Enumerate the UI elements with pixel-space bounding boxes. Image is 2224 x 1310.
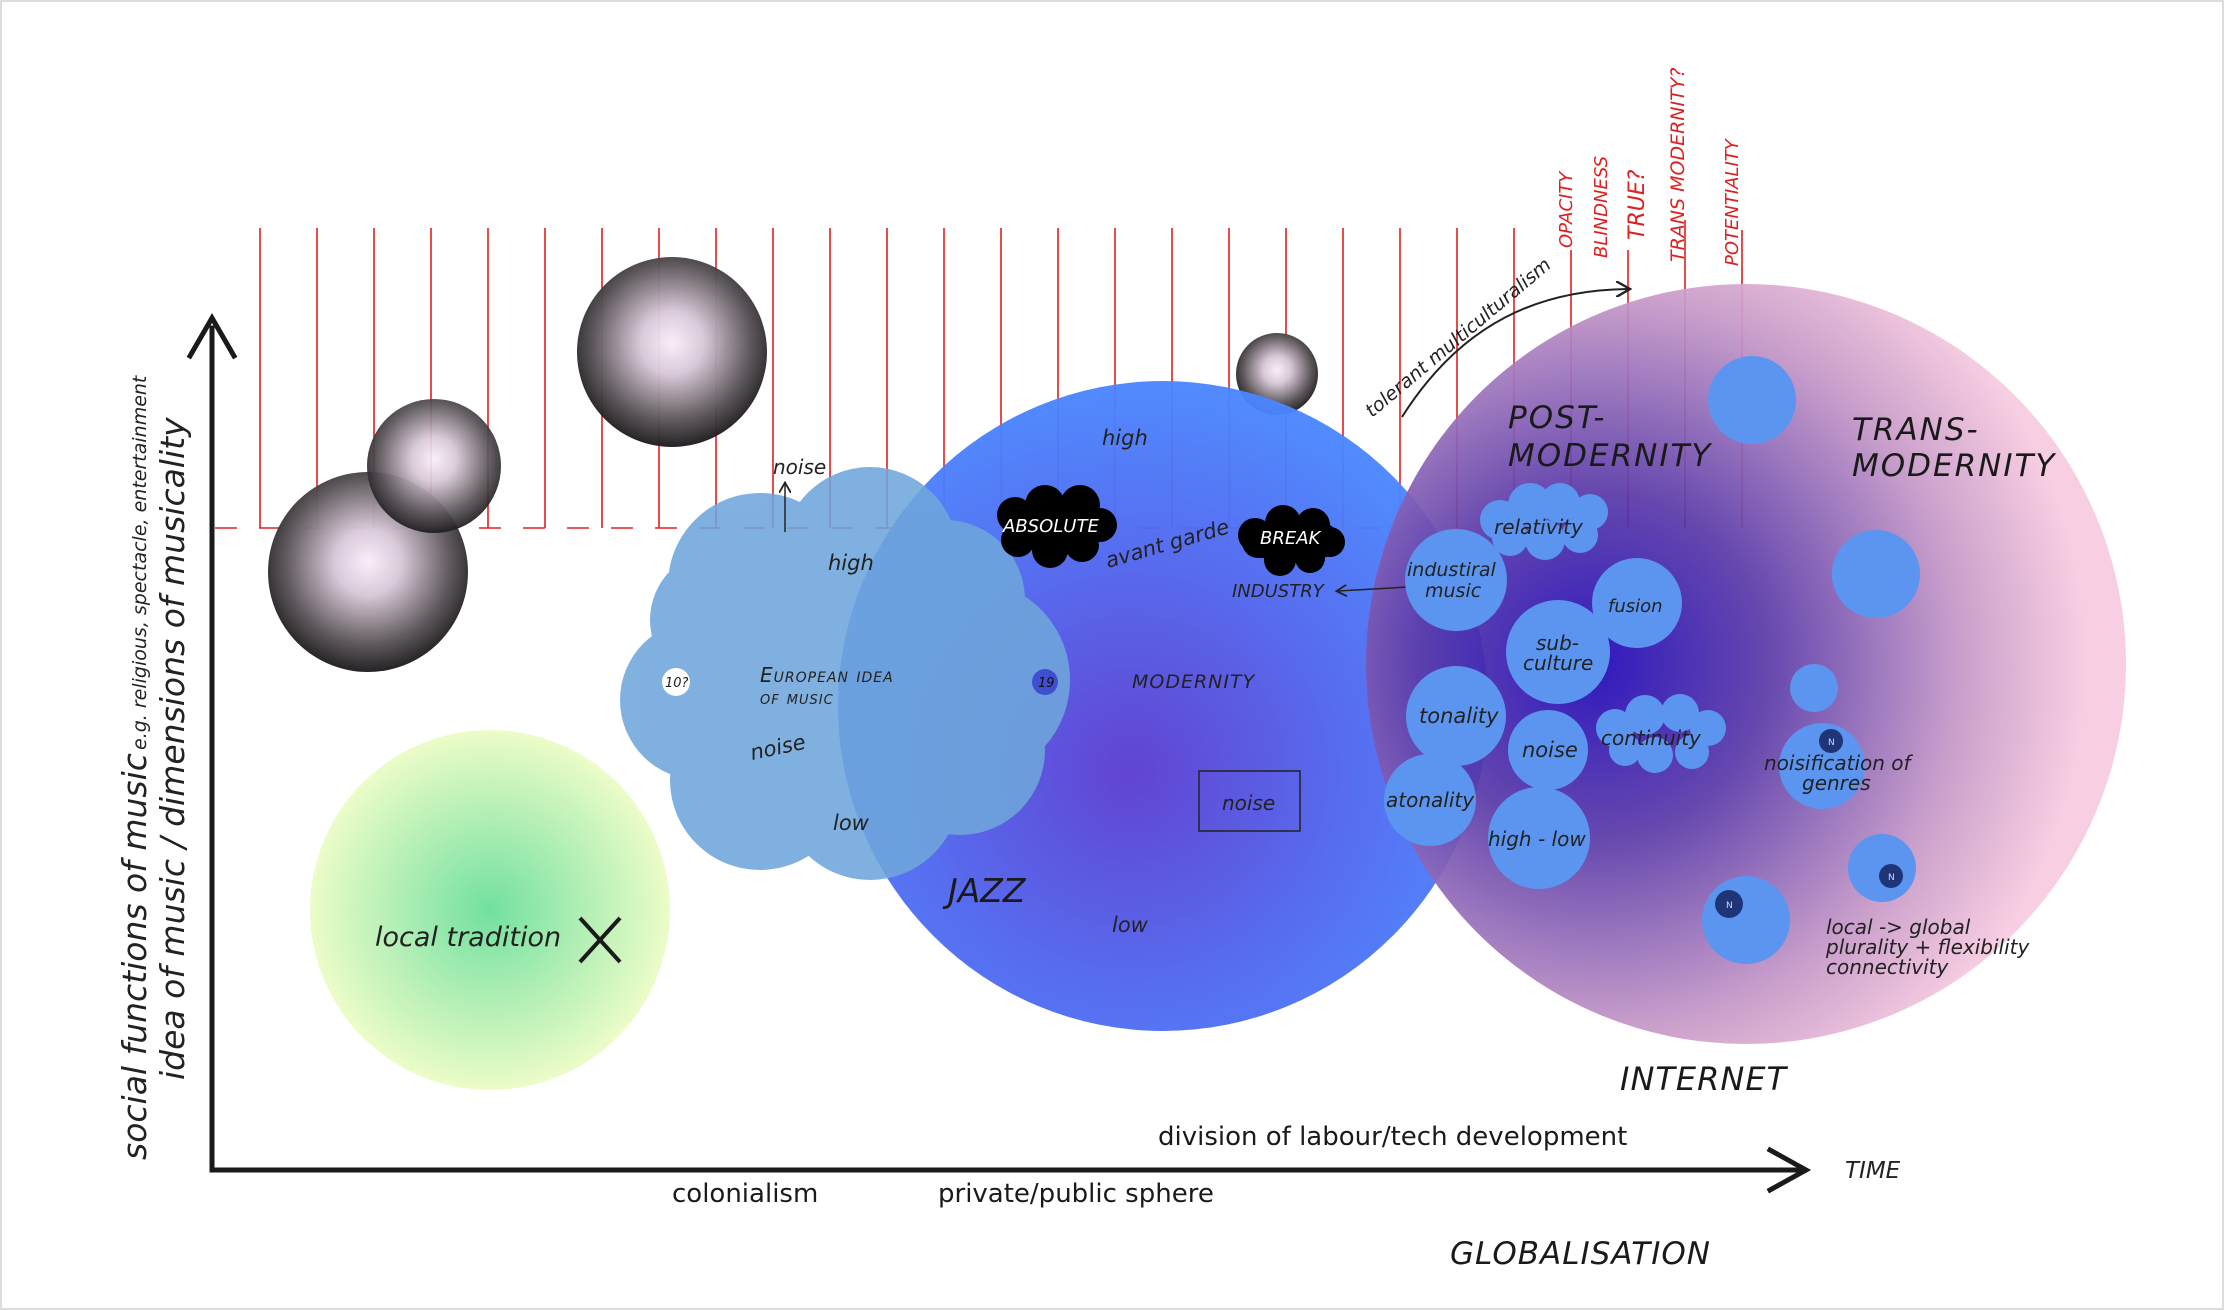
jazz-label: JAZZ: [942, 871, 1027, 910]
european-low: low: [833, 811, 870, 835]
y-axis-label-examples: e.g. religious, spectacle, entertainment: [129, 374, 151, 750]
industrial-music-circle: [1405, 529, 1507, 631]
transmodernity-title-2: MODERNITY: [1852, 448, 2056, 484]
noisification-label-2: genres: [1802, 771, 1871, 795]
division-label: division of labour/tech development: [1158, 1122, 1627, 1152]
break-cloud: [1238, 505, 1345, 576]
cross-mark-icon: [578, 916, 622, 964]
postmodernity-title-1: POST-: [1508, 400, 1606, 436]
internet-label: INTERNET: [1620, 1060, 1789, 1098]
industry-label: INDUSTRY: [1232, 581, 1326, 602]
axes: [186, 313, 1812, 1194]
modernity-high: high: [1102, 426, 1148, 450]
absolute-cloud: [997, 485, 1117, 568]
local-global-label-3: connectivity: [1826, 955, 1950, 979]
tolerant-arc: [1401, 289, 1628, 418]
subculture-circle: [1506, 600, 1610, 704]
blindness-label: BLINDNESS: [1591, 156, 1612, 258]
tonality-label: tonality: [1419, 704, 1499, 728]
private-public-label: private/public sphere: [938, 1179, 1214, 1209]
relativity-label: relativity: [1494, 515, 1584, 539]
n-marker-3-label: N: [1726, 901, 1733, 911]
industrial-label-2: music: [1425, 580, 1482, 602]
local-tradition-label: local tradition: [375, 922, 561, 953]
n-marker-3: [1715, 890, 1743, 918]
time-label: TIME: [1845, 1158, 1901, 1184]
sphere-mid-left: [367, 399, 501, 533]
tonality-circle: [1406, 666, 1506, 766]
trans-circle-mid: [1832, 530, 1920, 618]
noise-circle: [1508, 710, 1588, 790]
subculture-label-2: culture: [1523, 651, 1593, 675]
trans-circle-noisification: [1779, 723, 1865, 809]
y-axis-label-main: social functions of music: [115, 753, 154, 1160]
n-marker-2-label: N: [1888, 873, 1895, 883]
sphere-small: [1236, 333, 1318, 415]
colonialism-label: colonialism: [672, 1179, 818, 1209]
postmodernity-title-2: MODERNITY: [1508, 438, 1712, 474]
trans-modernity-question-label: TRANS MODERNITY?: [1667, 68, 1689, 262]
atonality-label: atonality: [1386, 788, 1475, 812]
noise-circle-label: noise: [1522, 738, 1578, 762]
n-marker-1: [1819, 729, 1843, 753]
trans-circle-small: [1790, 664, 1838, 712]
european-title-line1: European idea: [760, 663, 894, 687]
continuity-label: continuity: [1601, 726, 1702, 750]
european-title-line2: of music: [760, 687, 834, 709]
globalisation-label: GLOBALISATION: [1450, 1236, 1711, 1272]
noise-box: [1198, 770, 1301, 832]
n-marker-1-label: N: [1828, 738, 1835, 748]
opacity-label: OPACITY: [1556, 170, 1577, 248]
marker-19: [1032, 669, 1058, 695]
trans-circle-top: [1708, 356, 1796, 444]
relativity-cloud: [1480, 483, 1608, 560]
local-global-label-1: local -> global: [1826, 915, 1971, 939]
trans-circle-right: [1848, 834, 1916, 902]
marker-10: [662, 668, 690, 696]
noise-box-label: noise: [1222, 791, 1275, 815]
subculture-label-1: sub-: [1536, 631, 1579, 655]
modernity-label: MODERNITY: [1132, 671, 1256, 693]
trans-circle-bottom: [1702, 876, 1790, 964]
industrial-label-1: industiral: [1407, 559, 1497, 581]
absolute-label: ABSOLUTE: [1002, 516, 1099, 537]
modernity-low: low: [1112, 913, 1149, 937]
local-global-label-2: plurality + flexibility: [1825, 935, 2030, 959]
atonality-circle: [1384, 754, 1476, 846]
high-low-circle: [1488, 787, 1590, 889]
transmodernity-title-1: TRANS-: [1852, 412, 1980, 448]
break-label: BREAK: [1260, 528, 1322, 549]
n-marker-2: [1879, 864, 1903, 888]
noise-top-label: noise: [773, 455, 826, 479]
y-axis-label-secondary: idea of music / dimensions of musicality: [153, 417, 192, 1080]
fusion-circle: [1592, 558, 1682, 648]
european-high: high: [828, 551, 874, 575]
high-low-label: high - low: [1488, 827, 1586, 851]
european-idea-cloud: [620, 467, 1070, 880]
fusion-label: fusion: [1608, 596, 1663, 617]
sphere-top: [577, 257, 767, 447]
marker-19-label: 19: [1038, 676, 1055, 691]
continuity-cloud: [1596, 694, 1726, 773]
potentiality-label: POTENTIALITY: [1722, 137, 1743, 266]
true-label: TRUE?: [1625, 169, 1650, 240]
marker-10-label: 10?: [665, 676, 689, 691]
local-tradition-circle: [310, 730, 670, 1090]
noisification-label-1: noisification of: [1764, 751, 1914, 775]
